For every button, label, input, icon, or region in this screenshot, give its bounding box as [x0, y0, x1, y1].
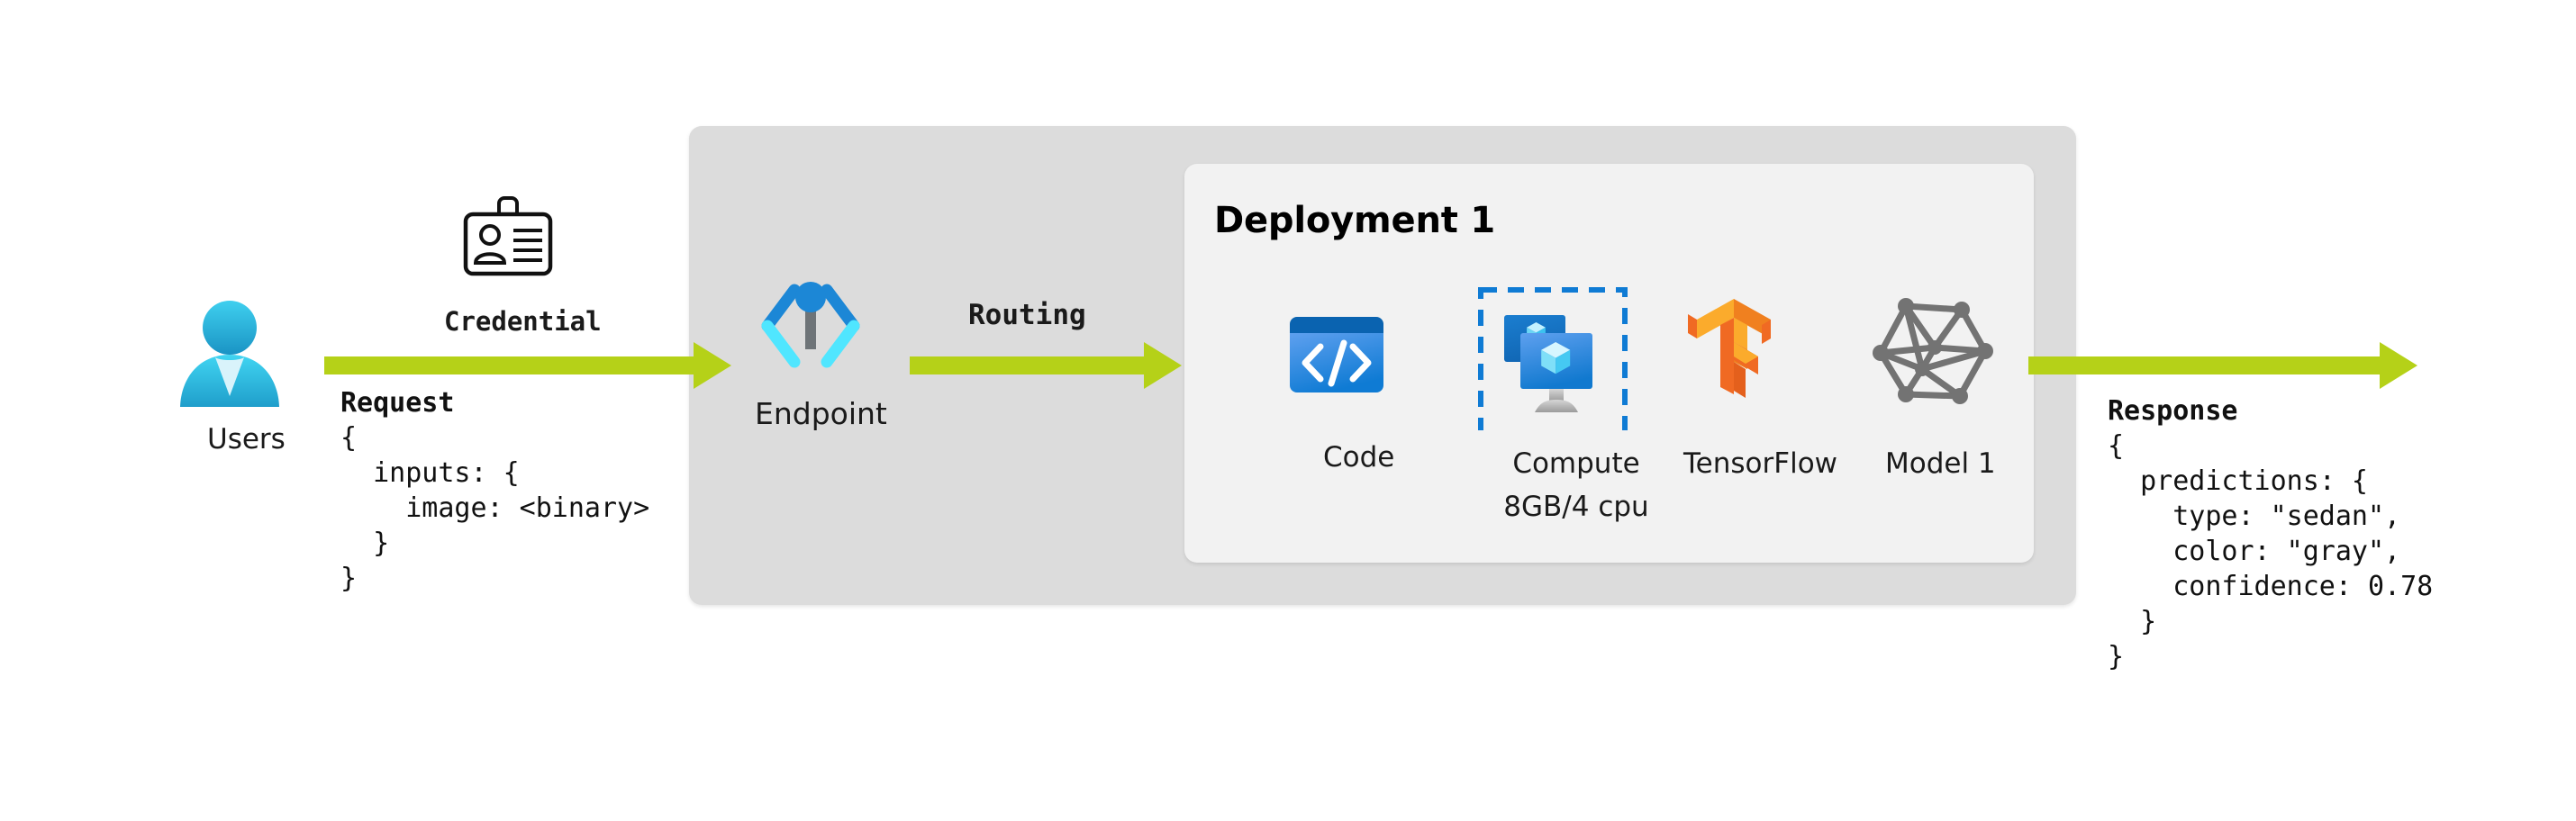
model-graph-icon [1873, 298, 1993, 404]
tensorflow-label: TensorFlow [1683, 447, 1838, 480]
code-window-icon [1290, 317, 1383, 392]
code-label: Code [1323, 441, 1395, 474]
deployment-title: Deployment 1 [1214, 200, 1495, 241]
model-icon-wrapper [1872, 295, 1994, 412]
compute-sublabel: 8GB/4 cpu [1503, 491, 1649, 523]
response-body: { predictions: { type: "sedan", color: "… [2108, 430, 2434, 672]
credential-icon-wrapper [461, 196, 555, 284]
endpoint-icon-wrapper [757, 279, 865, 382]
tensorflow-icon-wrapper [1686, 297, 1782, 401]
credential-label: Credential [444, 306, 602, 337]
request-code-block: Request{ inputs: { image: <binary> } } [340, 385, 649, 596]
users-icon-wrapper [176, 295, 284, 414]
endpoint-label: Endpoint [755, 396, 887, 431]
arrow-users-to-endpoint [324, 342, 731, 389]
code-icon-wrapper [1290, 308, 1383, 405]
compute-monitors-icon [1478, 287, 1628, 437]
id-badge-icon [463, 196, 553, 276]
tensorflow-logo-icon [1688, 299, 1771, 398]
request-title: Request [340, 387, 455, 419]
arrow-endpoint-to-deployment [910, 342, 1182, 389]
compute-icon-wrapper [1477, 286, 1628, 437]
users-label: Users [207, 423, 286, 456]
arrow-deployment-to-response [2028, 342, 2417, 389]
routing-label: Routing [968, 299, 1086, 331]
request-body: { inputs: { image: <binary> } } [340, 422, 650, 594]
endpoint-brackets-icon [761, 282, 860, 368]
response-title: Response [2108, 395, 2238, 427]
user-avatar-icon [180, 301, 279, 407]
compute-label: Compute [1512, 447, 1640, 480]
model-label: Model 1 [1885, 447, 1996, 480]
response-code-block: Response{ predictions: { type: "sedan", … [2108, 393, 2433, 674]
